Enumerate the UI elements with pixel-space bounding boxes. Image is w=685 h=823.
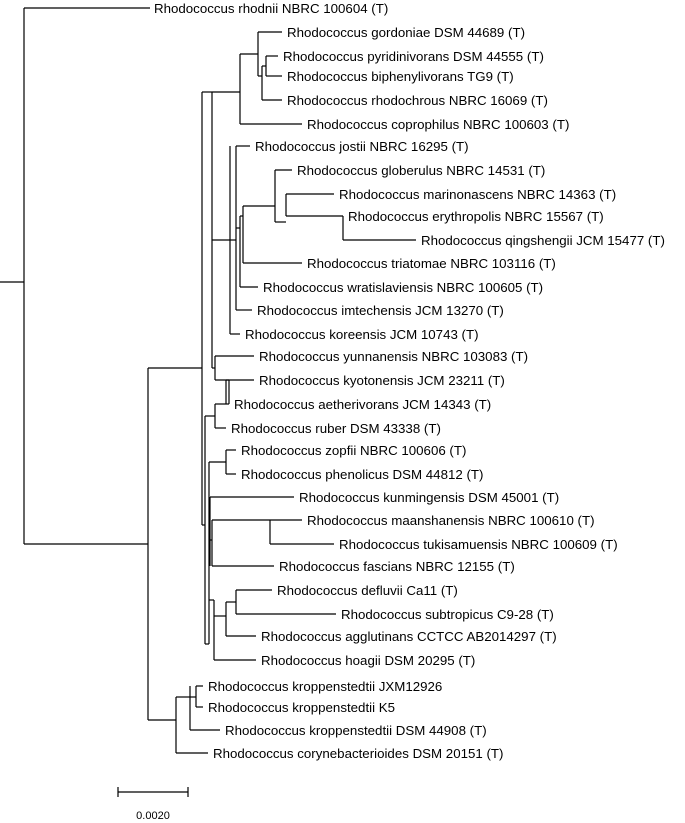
tip-label: Rhodococcus defluvii Ca11 (T) [277, 583, 458, 598]
tip-label: Rhodococcus aetherivorans JCM 14343 (T) [234, 397, 491, 412]
tip-label: Rhodococcus kroppenstedtii JXM12926 [208, 679, 442, 694]
tip-label: Rhodococcus corynebacterioides DSM 20151… [213, 746, 503, 761]
tip-label: Rhodococcus maanshanensis NBRC 100610 (T… [307, 513, 595, 528]
scale-bar: 0.0020 [117, 787, 189, 822]
tree-branches [0, 7, 416, 754]
tip-label: Rhodococcus pyridinivorans DSM 44555 (T) [283, 49, 544, 64]
tip-label: Rhodococcus imtechensis JCM 13270 (T) [257, 303, 504, 318]
tip-label: Rhodococcus koreensis JCM 10743 (T) [245, 327, 479, 342]
tip-label: Rhodococcus fascians NBRC 12155 (T) [279, 559, 515, 574]
tip-label: Rhodococcus kyotonensis JCM 23211 (T) [259, 373, 505, 388]
tip-label: Rhodococcus coprophilus NBRC 100603 (T) [307, 117, 569, 132]
tip-label: Rhodococcus tukisamuensis NBRC 100609 (T… [339, 537, 618, 552]
tip-labels: Rhodococcus rhodnii NBRC 100604 (T) Rhod… [154, 1, 665, 761]
tip-label: Rhodococcus qingshengii JCM 15477 (T) [421, 233, 665, 248]
tip-label: Rhodococcus wratislaviensis NBRC 100605 … [263, 280, 543, 295]
tip-label: Rhodococcus ruber DSM 43338 (T) [231, 421, 441, 436]
tip-label: Rhodococcus rhodnii NBRC 100604 (T) [154, 1, 388, 16]
tip-label: Rhodococcus kunmingensis DSM 45001 (T) [299, 490, 559, 505]
tip-label: Rhodococcus yunnanensis NBRC 103083 (T) [259, 349, 528, 364]
tip-label: Rhodococcus kroppenstedtii K5 [208, 700, 395, 715]
tip-label: Rhodococcus globerulus NBRC 14531 (T) [297, 163, 545, 178]
tip-label: Rhodococcus hoagii DSM 20295 (T) [261, 653, 475, 668]
scale-bar-label: 0.0020 [136, 810, 170, 822]
tip-label: Rhodococcus agglutinans CCTCC AB2014297 … [261, 629, 557, 644]
tip-label: Rhodococcus phenolicus DSM 44812 (T) [241, 467, 483, 482]
tip-label: Rhodococcus biphenylivorans TG9 (T) [287, 69, 514, 84]
tip-label: Rhodococcus rhodochrous NBRC 16069 (T) [287, 93, 548, 108]
tip-label: Rhodococcus jostii NBRC 16295 (T) [255, 139, 469, 154]
tip-label: Rhodococcus kroppenstedtii DSM 44908 (T) [225, 723, 487, 738]
tip-label: Rhodococcus erythropolis NBRC 15567 (T) [348, 209, 604, 224]
tip-label: Rhodococcus zopfii NBRC 100606 (T) [241, 443, 466, 458]
tip-label: Rhodococcus gordoniae DSM 44689 (T) [287, 25, 525, 40]
tip-label: Rhodococcus triatomae NBRC 103116 (T) [307, 256, 556, 271]
tip-label: Rhodococcus marinonascens NBRC 14363 (T) [339, 187, 616, 202]
tip-label: Rhodococcus subtropicus C9-28 (T) [341, 607, 554, 622]
